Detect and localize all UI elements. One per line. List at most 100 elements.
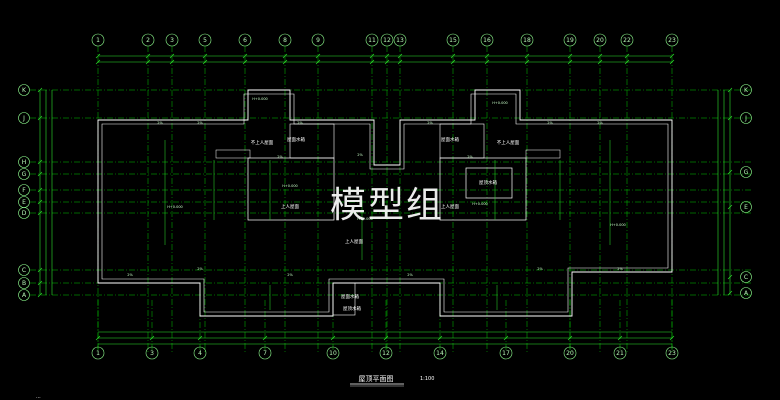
- room-outline: [247, 157, 335, 221]
- dimension-tick: [95, 53, 101, 59]
- axis-label-top: 8: [283, 37, 287, 44]
- parapet-line: [525, 149, 561, 159]
- dimension-tick: [384, 59, 390, 65]
- dimension-tick: [37, 87, 43, 93]
- elevation-note: H+0.000: [610, 223, 626, 227]
- slope-note: 2%: [277, 155, 283, 159]
- axis-bubble-right: [740, 201, 752, 213]
- axis-label-bottom: 14: [436, 350, 444, 357]
- watermark: 模型组: [330, 185, 445, 226]
- dimension-tick: [727, 290, 733, 296]
- axis-label-top: 12: [383, 37, 391, 44]
- dimension-tick: [369, 59, 375, 65]
- dimension-tick: [95, 335, 101, 341]
- room-label: 屋顶水箱: [479, 179, 497, 186]
- axis-bubble-top: [593, 33, 607, 47]
- dimension-tick: [169, 53, 175, 59]
- room-outline: [289, 123, 335, 159]
- axis-bubble-bottom: [665, 346, 679, 360]
- axis-label-bottom: 20: [566, 350, 574, 357]
- slope-note: 2%: [157, 121, 163, 125]
- axis-label-top: 11: [368, 37, 376, 44]
- dimension-tick: [484, 53, 490, 59]
- slope-note: 2%: [467, 155, 473, 159]
- axis-bubble-top: [278, 33, 292, 47]
- dimension-tick: [149, 335, 155, 341]
- dimension-tick: [202, 53, 208, 59]
- dimension-tick: [37, 187, 43, 193]
- dimension-tick: [669, 59, 675, 65]
- dimension-tick: [37, 267, 43, 273]
- axis-bubble-left: [18, 264, 30, 276]
- dimension-tick: [369, 53, 375, 59]
- dimension-tick: [397, 59, 403, 65]
- axis-label-right: G: [744, 169, 749, 176]
- slope-note: 2%: [197, 121, 203, 125]
- elevation-note: H+0.000: [357, 217, 373, 221]
- axis-label-top: 16: [483, 37, 491, 44]
- axis-label-top: 5: [203, 37, 207, 44]
- axis-label-left: A: [22, 292, 27, 299]
- room-label: 屋面水箱: [341, 293, 359, 300]
- axis-label-bottom: 12: [382, 350, 390, 357]
- axis-label-left: H: [22, 159, 27, 166]
- dimension-tick: [503, 335, 509, 341]
- axis-bubble-top: [563, 33, 577, 47]
- dimension-tick: [437, 335, 443, 341]
- dimension-tick: [315, 53, 321, 59]
- axis-bubble-top: [393, 33, 407, 47]
- dimension-tick: [37, 115, 43, 121]
- dimension-tick: [383, 335, 389, 341]
- axis-bubble-left: [18, 156, 30, 168]
- dimension-tick: [262, 335, 268, 341]
- axis-bubble-top: [365, 33, 379, 47]
- axis-label-left: K: [22, 87, 27, 94]
- dimension-tick: [567, 59, 573, 65]
- axis-label-right: K: [744, 87, 749, 94]
- axis-label-bottom: 7: [263, 350, 267, 357]
- axis-bubble-bottom: [433, 346, 447, 360]
- axis-label-top: 9: [316, 37, 320, 44]
- axis-label-top: 18: [523, 37, 531, 44]
- room-outline: [332, 282, 356, 316]
- dimension-tick: [450, 59, 456, 65]
- axis-label-top: 22: [623, 37, 631, 44]
- water-tank-outline: [465, 167, 513, 199]
- axis-label-top: 15: [449, 37, 457, 44]
- axis-bubble-top: [91, 33, 105, 47]
- dimension-tick: [669, 335, 675, 341]
- axis-label-left: F: [22, 187, 26, 194]
- parapet-line: [215, 149, 251, 159]
- elevation-note: H+0.000: [167, 205, 183, 209]
- dimension-tick: [727, 115, 733, 121]
- axis-label-left: E: [22, 199, 26, 206]
- dimension-tick: [567, 335, 573, 341]
- axis-bubble-left: [18, 277, 30, 289]
- axis-label-top: 23: [668, 37, 676, 44]
- axis-label-bottom: 17: [502, 350, 510, 357]
- dimension-tick: [282, 53, 288, 59]
- dimension-tick: [524, 53, 530, 59]
- dimension-tick: [727, 169, 733, 175]
- room-label: 上人屋面: [281, 203, 299, 210]
- axis-bubble-top: [198, 33, 212, 47]
- dimension-tick: [145, 59, 151, 65]
- slope-note: 2%: [287, 273, 293, 277]
- axis-label-bottom: 4: [198, 350, 202, 357]
- axis-bubble-bottom: [91, 346, 105, 360]
- axis-label-bottom: 1: [96, 350, 100, 357]
- dimension-tick: [145, 53, 151, 59]
- axis-bubble-top: [165, 33, 179, 47]
- axis-bubble-right: [740, 287, 752, 299]
- slope-note: 2%: [547, 121, 553, 125]
- axis-bubble-top: [311, 33, 325, 47]
- axis-bubble-top: [620, 33, 634, 47]
- elevation-note: H+0.000: [252, 97, 268, 101]
- axis-label-left: G: [22, 171, 27, 178]
- axis-bubble-top: [665, 33, 679, 47]
- axis-bubble-bottom: [379, 346, 393, 360]
- axis-bubble-top: [380, 33, 394, 47]
- axis-label-right: E: [744, 204, 748, 211]
- axis-bubble-top: [238, 33, 252, 47]
